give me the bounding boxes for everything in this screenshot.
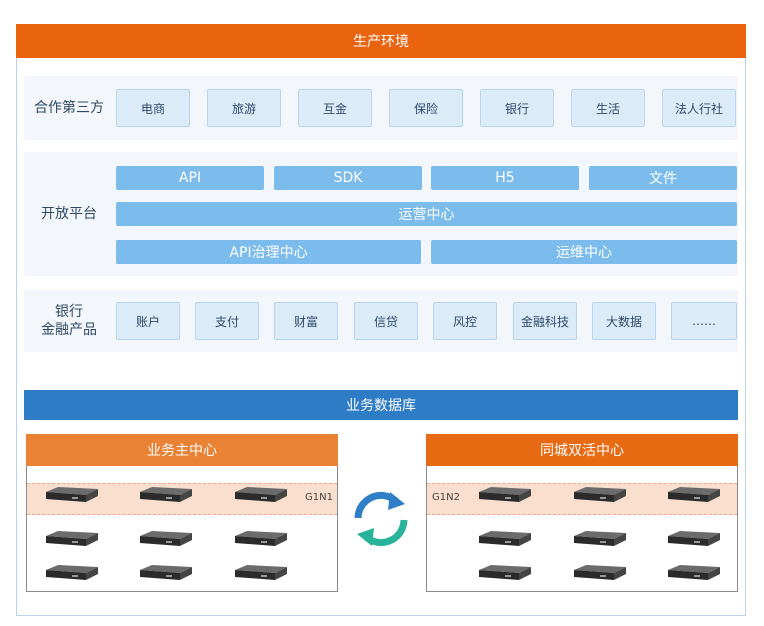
server-icon: [46, 487, 98, 502]
product-risk-control: 风控: [433, 302, 497, 340]
standby-center-title: 同城双活中心: [426, 434, 738, 466]
product-big-data: 大数据: [592, 302, 656, 340]
server-icon: [235, 531, 287, 546]
open-platform-label: 开放平台: [41, 206, 97, 222]
server-icon: [140, 565, 192, 580]
product-credit: 信贷: [354, 302, 418, 340]
product-wealth: 财富: [274, 302, 338, 340]
open-platform-band: 开放平台 API SDK H5 文件 运营中心 API治理中心 运维中心: [24, 152, 738, 276]
server-icon: [479, 565, 531, 580]
server-icon: [46, 531, 98, 546]
standby-center: 同城双活中心: [426, 434, 738, 592]
server-icon: [140, 487, 192, 502]
bank-products-label-line1: 银行: [55, 304, 83, 320]
server-icon: [668, 531, 720, 546]
product-payment: 支付: [195, 302, 259, 340]
product-fintech: 金融科技: [513, 302, 577, 340]
sdk-bar: SDK: [274, 166, 422, 190]
partner-ecommerce: 电商: [116, 89, 190, 127]
server-icon: [574, 531, 626, 546]
server-icon: [479, 531, 531, 546]
api-bar: API: [116, 166, 264, 190]
partners-band: 合作第三方 电商 旅游 互金 保险 银行 生活 法人行社: [24, 76, 738, 140]
server-icon: [140, 531, 192, 546]
partner-legal-banks: 法人行社: [662, 89, 736, 127]
ops-maintenance-bar: 运维中心: [431, 240, 737, 264]
h5-bar: H5: [431, 166, 579, 190]
partners-label: 合作第三方: [34, 100, 104, 116]
server-icon: [574, 487, 626, 502]
main-center-title: 业务主中心: [26, 434, 338, 466]
product-more: ……: [671, 302, 737, 340]
standby-center-group-label: G1N2: [432, 492, 460, 503]
server-icon: [668, 487, 720, 502]
server-icon: [668, 565, 720, 580]
production-environment-banner: 生产环境: [16, 24, 746, 58]
sync-icon: [354, 491, 408, 547]
server-icon: [46, 565, 98, 580]
server-icon: [574, 565, 626, 580]
server-icon: [235, 487, 287, 502]
bank-products-label: 银行 金融产品: [24, 290, 114, 352]
partner-insurance: 保险: [389, 89, 463, 127]
server-icon: [479, 487, 531, 502]
main-center-group-label: G1N1: [305, 492, 333, 503]
product-account: 账户: [116, 302, 180, 340]
file-bar: 文件: [589, 166, 737, 190]
partner-internet-finance: 互金: [298, 89, 372, 127]
partner-life: 生活: [571, 89, 645, 127]
business-database-bar: 业务数据库: [24, 390, 738, 420]
operations-center-bar: 运营中心: [116, 202, 737, 226]
partner-bank: 银行: [480, 89, 554, 127]
bank-products-label-line2: 金融产品: [41, 322, 97, 338]
server-icon: [235, 565, 287, 580]
api-governance-bar: API治理中心: [116, 240, 421, 264]
partner-travel: 旅游: [207, 89, 281, 127]
bank-products-band: 银行 金融产品 账户 支付 财富 信贷 风控 金融科技 大数据 ……: [24, 290, 738, 352]
